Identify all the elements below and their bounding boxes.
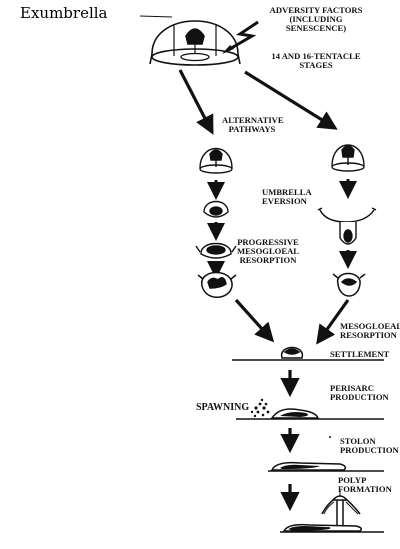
left-reverting: [195, 242, 237, 259]
right-resorbing: [332, 272, 366, 297]
umbrella-eversion-label: UMBRELLA EVERSION: [262, 187, 312, 206]
top-medusa: [139, 15, 241, 66]
arrow-top-left: [178, 69, 214, 135]
left-medusa: [199, 147, 233, 174]
left-resorbing: [197, 271, 237, 298]
polyp-colony: [282, 490, 363, 532]
stolon-dot: [329, 436, 331, 438]
right-medusa: [331, 144, 365, 172]
spawning-label: SPAWNING: [196, 402, 250, 413]
perisarc-body: [270, 408, 320, 419]
perisarc-production-label: PERISARC PRODUCTION: [330, 383, 389, 402]
right-everted: [317, 207, 377, 245]
adversity-factors-label: ADVERSITY FACTORS (INCLUDING SENESCENCE): [269, 5, 363, 33]
polyp-formation-label: POLYP FORMATION: [338, 475, 392, 494]
settlement-label: SETTLEMENT: [330, 349, 390, 359]
adversity-zigzag: [222, 20, 259, 54]
spawning-cluster: [250, 398, 270, 418]
settled-polyp: [281, 346, 303, 359]
exumbrella-label: Exumbrella: [20, 4, 108, 22]
stolon-body: [270, 461, 347, 471]
arrow-left-settle: [234, 298, 275, 343]
arrow-right-settle: [316, 299, 350, 345]
left-bud: [203, 200, 229, 218]
tentacle-stages-label: 14 AND 16-TENTACLE STAGES: [271, 51, 361, 70]
arrow-top-right: [244, 70, 338, 130]
progressive-resorption-label: PROGRESSIVE MESOGLOEAL RESORPTION: [236, 237, 300, 265]
stolon-production-label: STOLON PRODUCTION: [340, 436, 399, 455]
alternative-pathways-label: ALTERNATIVE PATHWAYS: [222, 115, 284, 134]
mesogloeal-resorption-label: MESOGLOEAL RESORPTION: [340, 321, 400, 340]
